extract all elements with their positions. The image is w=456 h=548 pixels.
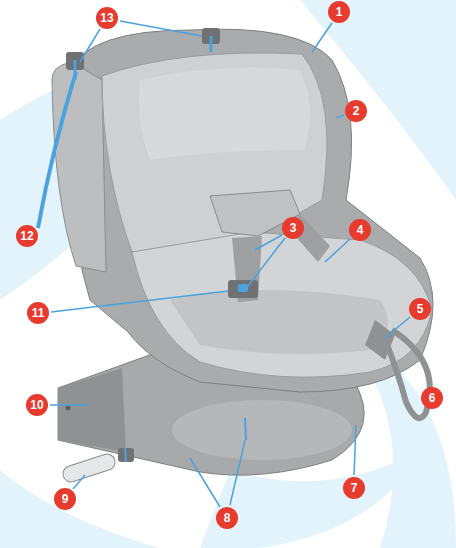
callout-number: 2 <box>345 100 367 122</box>
callout-number: 7 <box>343 477 365 499</box>
callout-number: 1 <box>328 1 350 23</box>
callout-number: 3 <box>282 217 304 239</box>
leader-lines <box>50 21 410 507</box>
callout-number: 4 <box>349 219 371 241</box>
callout-number: 6 <box>421 387 443 409</box>
callout-number: 11 <box>27 302 49 324</box>
callout-number: 8 <box>216 507 238 529</box>
callout-number: 12 <box>16 225 38 247</box>
callout-number: 10 <box>26 394 48 416</box>
callout-number: 13 <box>96 7 118 29</box>
callout-number: 5 <box>409 298 431 320</box>
callout-number: 9 <box>54 488 76 510</box>
